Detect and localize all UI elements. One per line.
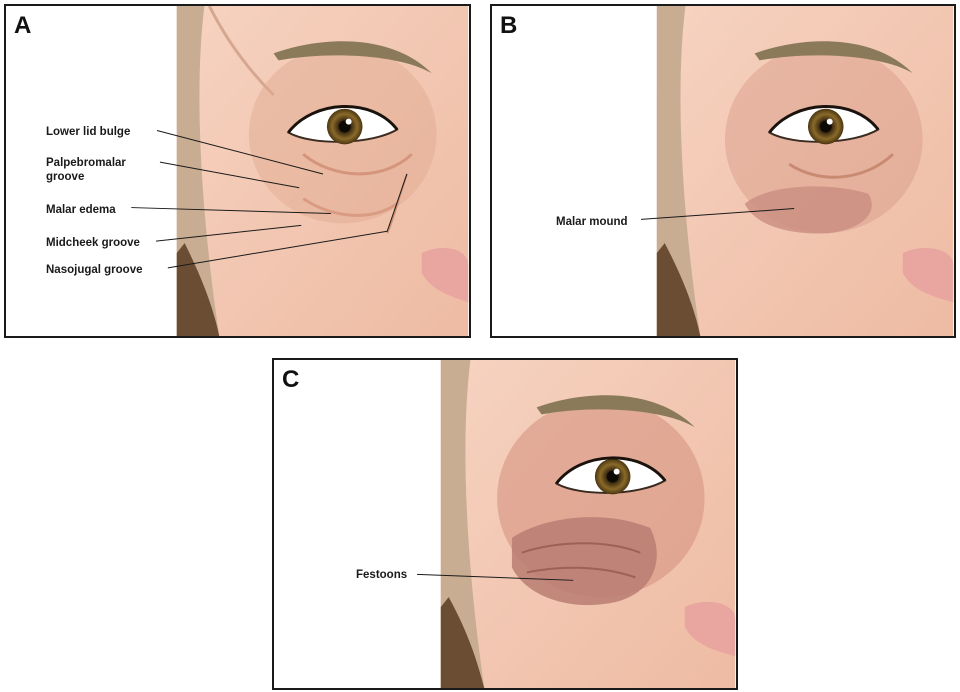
- panel-letter: C: [282, 366, 300, 393]
- label-malar-edema: Malar edema: [46, 204, 116, 216]
- label-malar-mound: Malar mound: [556, 216, 628, 228]
- panel-a: A Lower lid bulge Palpebromalar groove M…: [4, 4, 471, 338]
- label-nasojugal-groove: Nasojugal groove: [46, 264, 143, 276]
- panel-letter: B: [500, 12, 518, 39]
- label-festoons: Festoons: [356, 569, 408, 581]
- face-illustration-b: [640, 6, 954, 336]
- panel-b: B Malar mound: [490, 4, 956, 338]
- label-midcheek-groove: Midcheek groove: [46, 237, 140, 249]
- face-illustration-c: [417, 360, 736, 688]
- panel-c: C Festoons: [272, 358, 738, 690]
- label-lower-lid-bulge: Lower lid bulge: [46, 126, 131, 138]
- face-illustration-a: [131, 6, 469, 336]
- panel-letter: A: [14, 12, 32, 39]
- label-palpebromalar-groove: Palpebromalar groove: [46, 157, 126, 183]
